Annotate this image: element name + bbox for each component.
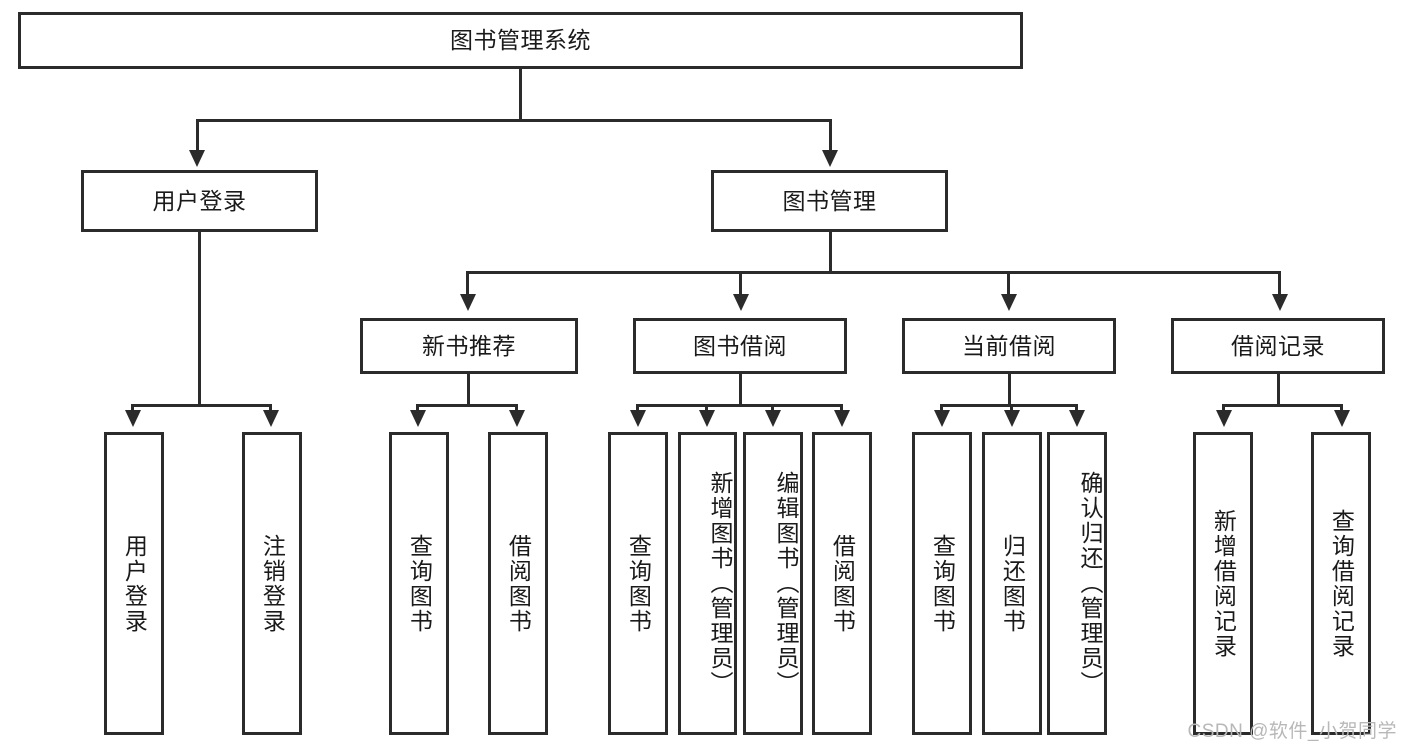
node-label: 借阅图书 <box>505 533 532 634</box>
node-label: 当前借阅 <box>962 332 1056 359</box>
arrow-user-login-to-logout <box>263 410 279 427</box>
leaf-bb-query-book[interactable]: 查询图书 <box>608 432 668 735</box>
connector-book-management-stem <box>829 232 832 271</box>
connector-cb-to-confirm-return <box>1075 404 1078 414</box>
node-label: 借阅图书 <box>829 533 856 634</box>
connector-to-book-borrow <box>739 271 742 299</box>
connector-root-to-book-management <box>829 119 832 153</box>
connector-new-book-recommend-stem <box>467 374 470 404</box>
connector-bb-to-borrow-book <box>840 404 843 414</box>
node-label: 用户登录 <box>121 533 148 634</box>
arrow-to-borrow-record <box>1272 294 1288 311</box>
connector-bb-to-add-book <box>705 404 708 414</box>
leaf-nbr-query-book[interactable]: 查询图书 <box>389 432 449 735</box>
connector-current-borrow-stem <box>1008 374 1011 404</box>
leaf-logout[interactable]: 注销登录 <box>242 432 302 735</box>
node-user-login[interactable]: 用户登录 <box>81 170 318 232</box>
arrow-cb-to-confirm-return <box>1069 410 1085 427</box>
arrow-cb-to-return-book <box>1004 410 1020 427</box>
connector-bb-to-edit-book <box>771 404 774 414</box>
node-label: 新增借阅记录 <box>1210 508 1237 659</box>
arrow-to-book-borrow <box>733 294 749 311</box>
connector-root-stem <box>519 69 522 119</box>
node-label: 注销登录 <box>259 533 286 634</box>
node-label: 确认归还（管理员） <box>1077 471 1103 696</box>
connector-nbr-to-query-book <box>416 404 419 414</box>
connector-book-borrow-bus <box>636 404 843 407</box>
arrow-to-new-book-recommend <box>460 294 476 311</box>
node-label: 查询借阅记录 <box>1328 508 1355 659</box>
connector-user-login-to-login <box>131 404 134 414</box>
arrow-nbr-to-borrow-book <box>509 410 525 427</box>
arrow-nbr-to-query-book <box>410 410 426 427</box>
connector-bb-to-query-book <box>636 404 639 414</box>
connector-to-new-book-recommend <box>466 271 469 299</box>
connector-to-borrow-record <box>1278 271 1281 299</box>
node-label: 借阅记录 <box>1231 332 1325 359</box>
arrow-to-current-borrow <box>1001 294 1017 311</box>
leaf-cb-query-book[interactable]: 查询图书 <box>912 432 972 735</box>
connector-new-book-recommend-bus <box>416 404 518 407</box>
node-book-borrow[interactable]: 图书借阅 <box>633 318 847 374</box>
arrow-bb-to-add-book <box>699 410 715 427</box>
node-borrow-record[interactable]: 借阅记录 <box>1171 318 1385 374</box>
connector-book-borrow-stem <box>739 374 742 404</box>
arrow-bb-to-borrow-book <box>834 410 850 427</box>
node-label: 图书借阅 <box>693 332 787 359</box>
arrow-br-to-add-record <box>1216 410 1232 427</box>
arrow-cb-to-query-book <box>934 410 950 427</box>
node-label: 查询图书 <box>406 533 433 634</box>
connector-user-login-stem <box>198 232 201 407</box>
connector-cb-to-query-book <box>940 404 943 414</box>
node-label: 新书推荐 <box>422 332 516 359</box>
arrow-root-to-user-login <box>189 150 205 167</box>
node-label: 查询图书 <box>929 533 956 634</box>
leaf-user-login[interactable]: 用户登录 <box>104 432 164 735</box>
leaf-bb-borrow-book[interactable]: 借阅图书 <box>812 432 872 735</box>
arrow-bb-to-query-book <box>630 410 646 427</box>
leaf-bb-edit-book[interactable]: 编辑图书（管理员） <box>743 432 803 735</box>
connector-user-login-bus <box>131 404 269 407</box>
connector-borrow-record-stem <box>1277 374 1280 404</box>
arrow-root-to-book-management <box>822 150 838 167</box>
node-book-management[interactable]: 图书管理 <box>711 170 948 232</box>
arrow-bb-to-edit-book <box>765 410 781 427</box>
leaf-bb-add-book[interactable]: 新增图书（管理员） <box>678 432 737 735</box>
node-label: 查询图书 <box>625 533 652 634</box>
leaf-nbr-borrow-book[interactable]: 借阅图书 <box>488 432 548 735</box>
node-current-borrow[interactable]: 当前借阅 <box>902 318 1116 374</box>
connector-root-to-user-login <box>196 119 199 153</box>
node-new-book-recommend[interactable]: 新书推荐 <box>360 318 578 374</box>
leaf-cb-return-book[interactable]: 归还图书 <box>982 432 1042 735</box>
node-label: 新增图书（管理员） <box>707 471 733 696</box>
connector-cb-to-return-book <box>1010 404 1013 414</box>
connector-current-borrow-bus <box>940 404 1078 407</box>
node-label: 归还图书 <box>999 533 1026 634</box>
arrow-user-login-to-login <box>125 410 141 427</box>
connector-user-login-to-logout <box>269 404 272 414</box>
node-label: 图书管理系统 <box>450 27 591 54</box>
connector-br-to-query-record <box>1340 404 1343 414</box>
leaf-cb-confirm-return[interactable]: 确认归还（管理员） <box>1047 432 1107 735</box>
node-root-book-management-system[interactable]: 图书管理系统 <box>18 12 1023 69</box>
node-label: 用户登录 <box>152 187 247 214</box>
node-label: 编辑图书（管理员） <box>773 471 799 696</box>
connector-br-to-add-record <box>1222 404 1225 414</box>
arrow-br-to-query-record <box>1334 410 1350 427</box>
connector-borrow-record-bus <box>1222 404 1342 407</box>
connector-to-current-borrow <box>1007 271 1010 299</box>
leaf-br-query-record[interactable]: 查询借阅记录 <box>1311 432 1371 735</box>
connector-root-bus <box>196 119 832 122</box>
connector-nbr-to-borrow-book <box>515 404 518 414</box>
node-label: 图书管理 <box>782 187 877 214</box>
connector-level3-bus <box>466 271 1278 274</box>
leaf-br-add-record[interactable]: 新增借阅记录 <box>1193 432 1253 735</box>
